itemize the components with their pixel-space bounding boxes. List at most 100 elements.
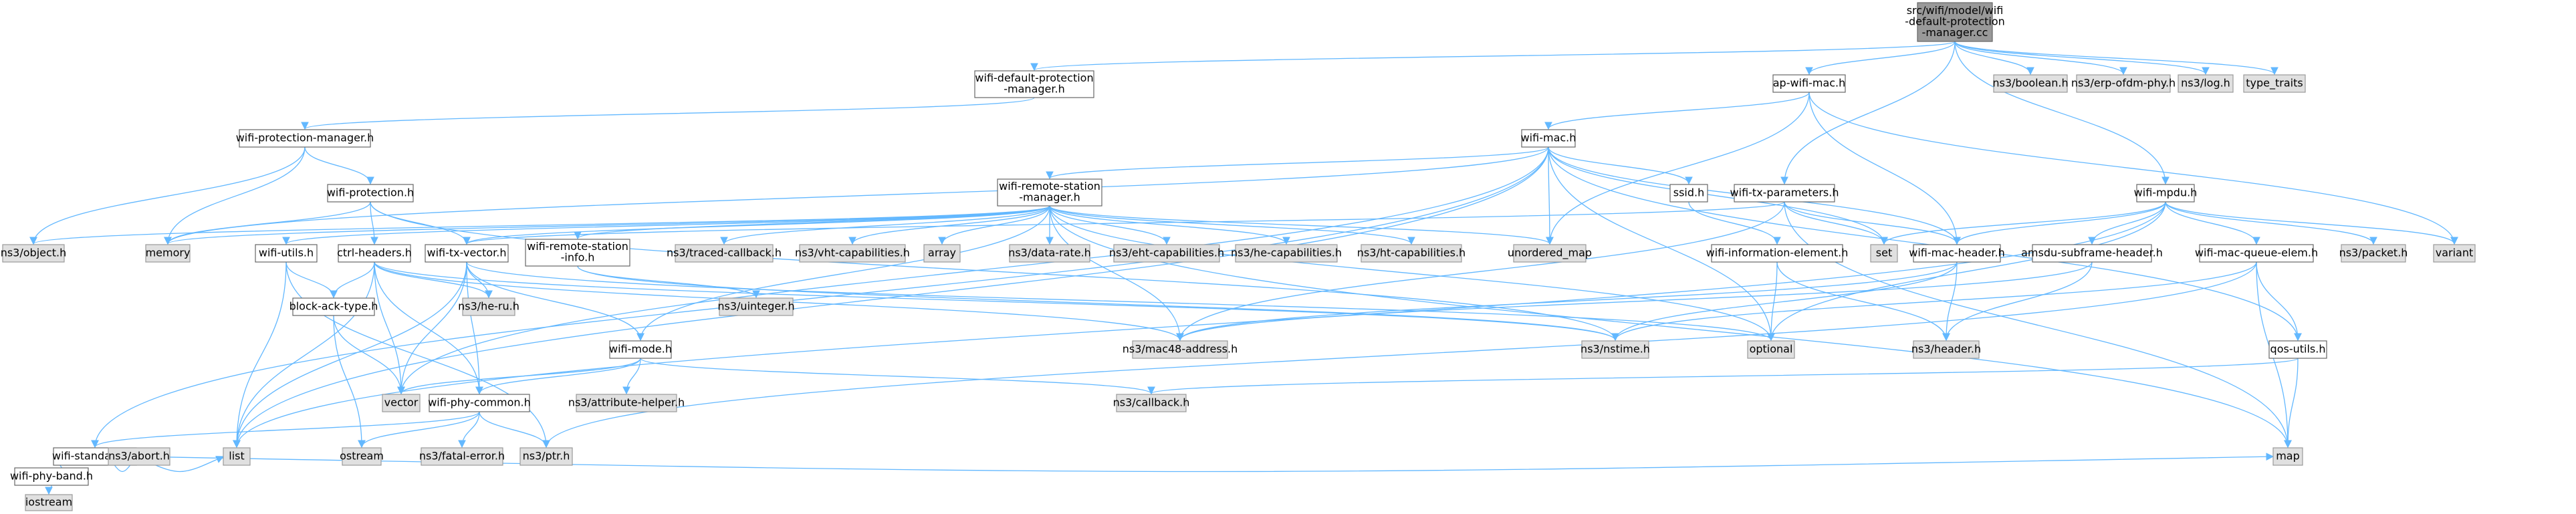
node-abort: ns3/abort.h [108,447,170,466]
node-callback: ns3/callback.h [1113,394,1190,412]
edge-wrsm-to-memory [164,205,1050,245]
node-wrsm[interactable]: wifi-remote-station-manager.h [997,178,1102,207]
edge-wprot-to-nstime [370,201,1619,342]
node-map: map [2272,447,2303,466]
node-label: ns3/packet.h [2339,246,2408,259]
node-fatal: ns3/fatal-error.h [419,447,505,466]
node-label: wifi-protection-manager.h [236,131,374,144]
edge-wmode-to-attr [622,358,641,395]
node-variant: variant [2433,244,2476,263]
edge-wrsm-to-object [29,205,1050,245]
node-wtxp[interactable]: wifi-tx-parameters.h [1730,184,1839,203]
node-box [382,394,421,412]
node-amsdu[interactable]: amsdu-subframe-header.h [2021,244,2163,263]
node-apmac[interactable]: ap-wifi-mac.h [1772,74,1846,93]
edge-wprot-to-ctrl [370,201,378,245]
node-box [576,394,677,412]
node-box [2032,244,2152,263]
edge-ctrl-to-vector [374,261,405,395]
node-wtxv[interactable]: wifi-tx-vector.h [425,244,509,263]
node-optional: optional [1747,340,1795,359]
node-root[interactable]: src/wifi/model/wifi-default-protection-m… [1905,2,2005,42]
node-label: qos-utils.h [2270,342,2326,355]
node-box [2268,340,2327,359]
node-label: ns3/data-rate.h [1008,246,1091,259]
node-label: wifi-information-element.h [1706,246,1849,259]
node-label: ns3/callback.h [1113,396,1190,408]
node-wrsi[interactable]: wifi-remote-station-info.h [525,239,630,267]
node-label: wifi-mpdu.h [2134,186,2198,199]
edge-wpm-to-memory [164,146,306,245]
edge-wmqe-to-nstime [1611,261,2257,342]
node-ht: ns3/ht-capabilities.h [1357,244,1466,263]
node-box [675,244,774,263]
edge-qos-to-callback [1147,358,2299,395]
edge-wrsm-to-mac48 [1049,205,1184,342]
edge-apmac-to-wifimac [1544,92,1810,130]
node-wmode[interactable]: wifi-mode.h [609,340,672,359]
node-label: ns3/uinteger.h [717,299,794,312]
node-wmh[interactable]: wifi-mac-header.h [1909,244,2005,263]
edge-wpm-to-object [29,146,306,245]
node-box [519,447,573,466]
edge-wprot-to-wtxv [370,201,471,245]
node-label: wifi-remote-station [527,240,628,253]
node-box [2,244,65,263]
edge-amsdu-to-header [1942,261,2093,342]
node-label: optional [1750,342,1793,355]
node-box [1669,184,1708,203]
edge-root-to-typetraits [1954,41,2278,76]
node-label: ns3/vht-capabilities.h [795,246,910,259]
node-label: ssid.h [1673,186,1705,199]
node-wie[interactable]: wifi-information-element.h [1706,244,1849,263]
edge-wrsm-to-map [1049,205,2292,448]
node-label: ns3/log.h [2181,76,2230,89]
edge-ctrl-to-wpc [374,261,483,395]
node-label: block-ack-type.h [289,299,378,312]
node-wpb[interactable]: wifi-phy-band.h [10,467,93,486]
edge-wtxv-to-wmode [466,261,645,342]
node-ssid[interactable]: ssid.h [1669,184,1708,203]
node-wpm[interactable]: wifi-protection-manager.h [236,129,374,148]
node-box [239,129,371,148]
node-wprot[interactable]: wifi-protection.h [327,184,414,203]
node-wifimpdu[interactable]: wifi-mpdu.h [2134,184,2198,203]
node-wpc[interactable]: wifi-phy-common.h [428,394,531,412]
edge-wpm-to-wprot [304,146,374,185]
node-label: wifi-protection.h [327,186,414,199]
node-header: ns3/header.h [1911,340,1981,359]
node-label: wifi-default-protection [975,72,1093,84]
edge-apmac-to-variant [1808,92,2458,245]
edge-ssid-to-wie [1688,201,1781,245]
node-label: wifi-tx-vector.h [427,246,507,259]
edge-wrsm-to-vht [848,205,1050,245]
edge-wie-to-header [1776,261,1950,342]
node-box [223,447,251,466]
node-label: ns3/traced-callback.h [667,246,782,259]
node-wutils[interactable]: wifi-utils.h [255,244,318,263]
node-box [2199,244,2314,263]
node-he: ns3/he-capabilities.h [1231,244,1342,263]
node-iostream: iostream [25,494,73,511]
node-box [425,244,509,263]
edge-wrsm-to-eht [1049,205,1171,245]
node-wdpm[interactable]: wifi-default-protection-manager.h [974,70,1094,98]
node-label: amsdu-subframe-header.h [2021,246,2163,259]
node-heru: ns3/he-ru.h [458,297,519,316]
node-label: -manager.h [1019,191,1080,204]
node-label: vector [384,396,419,408]
edge-wtxv-to-wpc [466,261,483,395]
edge-wrsm-to-he [1049,205,1290,245]
node-box [462,297,515,316]
node-box [108,447,170,466]
node-qos[interactable]: qos-utils.h [2268,340,2327,359]
node-box [1772,74,1846,93]
node-ctrl[interactable]: ctrl-headers.h [337,244,412,263]
node-box [1913,244,2001,263]
file-nodes: src/wifi/model/wifi-default-protection-m… [1,2,2476,511]
node-label: src/wifi/model/wifi [1907,4,2004,17]
node-wifimac[interactable]: wifi-mac.h [1521,129,1576,148]
node-back[interactable]: block-ack-type.h [289,297,378,316]
node-box [1870,244,1898,263]
node-wmqe[interactable]: wifi-mac-queue-elem.h [2195,244,2318,263]
